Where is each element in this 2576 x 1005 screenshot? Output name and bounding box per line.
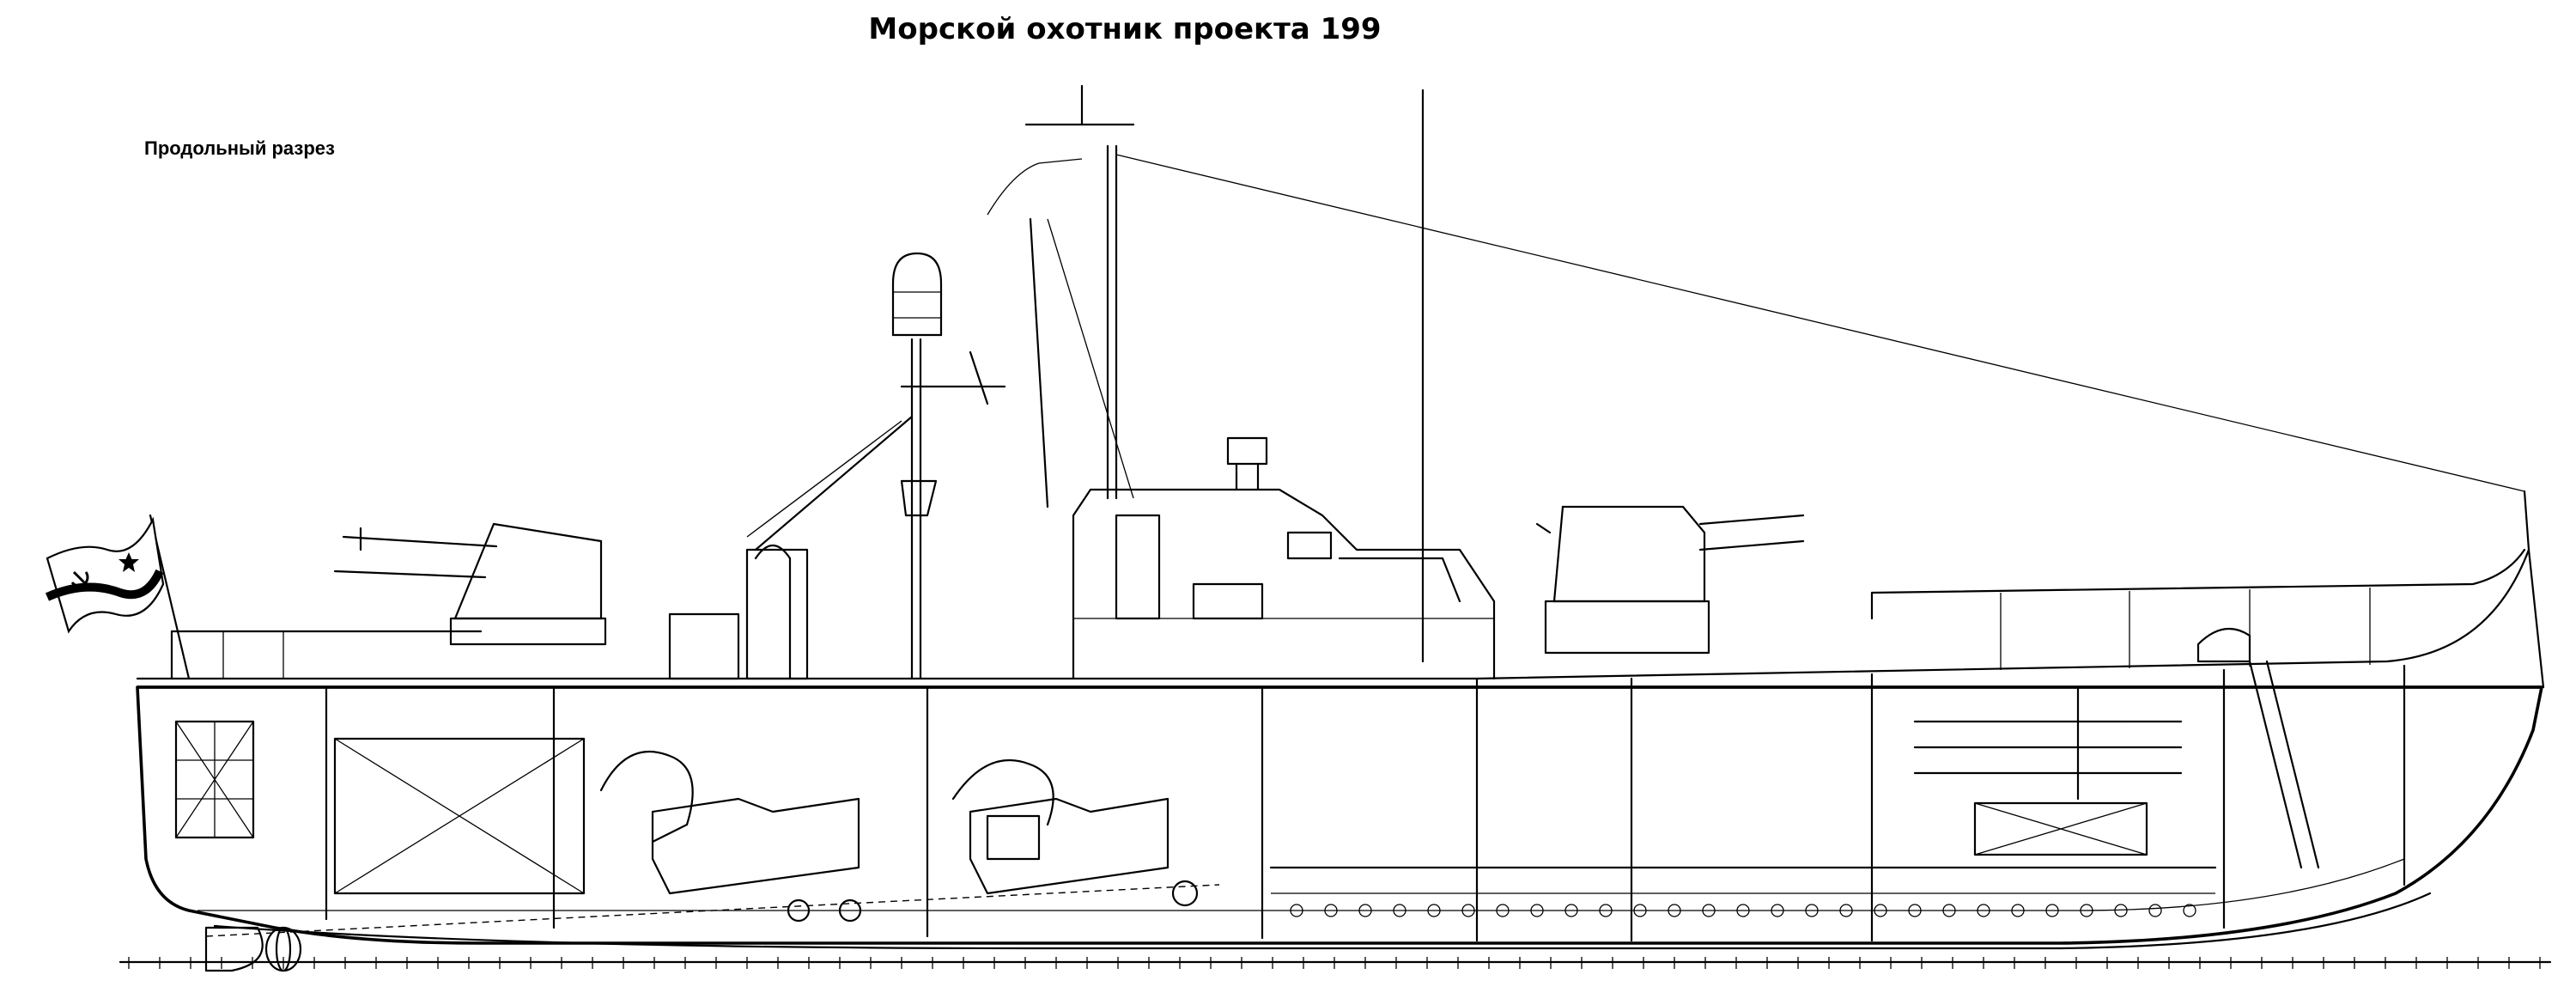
hammer-sickle-icon <box>70 570 89 588</box>
drawing-subtitle: Продольный разрез <box>144 137 335 159</box>
stern-rail <box>170 630 483 680</box>
lightening-hole <box>1874 904 1887 917</box>
forward-sheer <box>1475 548 2530 680</box>
radar-mast <box>900 338 1006 680</box>
propeller-shaft <box>205 884 1220 937</box>
searchlight <box>1226 436 1268 491</box>
anchor-windlass <box>2196 627 2251 663</box>
bulkheads <box>325 664 2406 942</box>
radar-dome-icon <box>891 252 943 337</box>
forward-ladder <box>2248 660 2320 869</box>
engine-aft <box>599 750 862 923</box>
lightening-hole <box>2080 904 2093 917</box>
inner-bottom <box>197 858 2405 911</box>
lightening-hole <box>1702 904 1716 917</box>
lightening-hole <box>1942 904 1956 917</box>
lightening-hole <box>1461 904 1475 917</box>
engine-forward <box>951 758 1199 907</box>
bow-line <box>2527 548 2545 689</box>
lightening-hole <box>1736 904 1750 917</box>
stern-locker <box>174 720 255 839</box>
lightening-hole <box>1771 904 1784 917</box>
jackstaff <box>2523 490 2530 551</box>
aft-gun-mount <box>333 522 607 646</box>
lightening-hole <box>1393 904 1406 917</box>
main-mast <box>987 84 1135 509</box>
fuel-tank <box>333 737 586 895</box>
boom-brace <box>746 420 902 538</box>
bridge-superstructure <box>1072 488 1496 680</box>
lightening-hole <box>2045 904 2059 917</box>
crew-bunks <box>1913 685 2183 856</box>
drawing-title: Морской охотник проекта 199 <box>868 12 1382 46</box>
lightening-hole <box>1564 904 1578 917</box>
propeller <box>264 926 302 972</box>
rudder <box>204 926 264 972</box>
lightening-hole <box>1496 904 1510 917</box>
lightening-hole <box>1358 904 1372 917</box>
forward-gun-mount <box>1535 505 1805 655</box>
star-icon <box>118 552 139 572</box>
lightening-hole <box>1668 904 1681 917</box>
lightening-hole <box>2148 904 2162 917</box>
lightening-hole <box>1805 904 1819 917</box>
lightening-hole <box>1633 904 1647 917</box>
lightening-hole <box>1324 904 1338 917</box>
lightening-hole <box>2183 904 2196 917</box>
forecastle-rail <box>1870 548 2526 670</box>
forestay <box>1115 154 2525 492</box>
cargo-boom <box>754 415 914 551</box>
naval-ensign-icon <box>45 516 165 634</box>
lightening-hole <box>1290 904 1303 917</box>
lightening-hole <box>1908 904 1922 917</box>
lightening-hole <box>1839 904 1853 917</box>
lightening-hole <box>2011 904 2025 917</box>
double-bottom-tanks <box>1290 904 2196 917</box>
lightening-hole <box>1977 904 1990 917</box>
lightening-hole <box>1530 904 1544 917</box>
keel-line <box>213 892 2432 950</box>
deckhouse-aft <box>668 544 809 680</box>
baseline <box>118 957 2552 969</box>
lightening-hole <box>2114 904 2128 917</box>
lightening-hole <box>1599 904 1613 917</box>
lightening-hole <box>1427 904 1441 917</box>
frame-ticks <box>128 957 2541 969</box>
hull-outline <box>136 685 2543 945</box>
